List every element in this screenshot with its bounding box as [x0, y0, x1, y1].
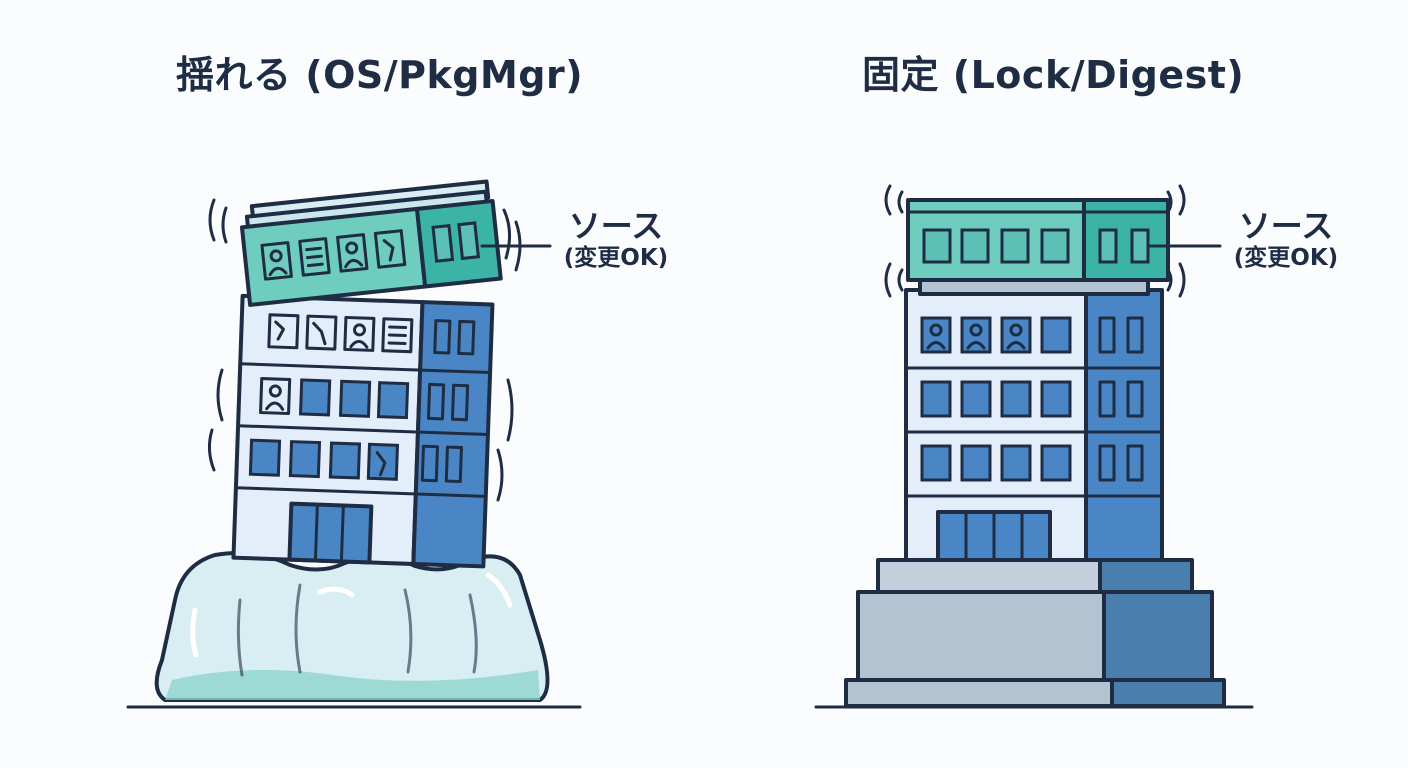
left-building-door	[287, 501, 374, 565]
left-top-block	[239, 179, 503, 307]
left-callout-sub: (変更OK)	[563, 244, 669, 271]
left-callout-main: ソース	[568, 207, 664, 245]
right-building-body	[904, 288, 1164, 562]
right-callout-main: ソース	[1238, 207, 1334, 245]
left-building-body	[231, 293, 495, 569]
right-source-callout: ソース (変更OK)	[1226, 208, 1346, 271]
right-top-block	[906, 198, 1170, 296]
window-person	[267, 313, 300, 350]
left-source-callout: ソース (変更OK)	[556, 208, 676, 271]
left-panel-title: 揺れる (OS/PkgMgr)	[176, 53, 584, 97]
right-panel-title: 固定 (Lock/Digest)	[862, 53, 1245, 97]
pedestal-base	[844, 558, 1226, 708]
unstable-building	[126, 179, 582, 709]
jelly-base	[154, 551, 550, 702]
stable-building	[814, 184, 1254, 709]
right-callout-sub: (変更OK)	[1233, 244, 1339, 271]
